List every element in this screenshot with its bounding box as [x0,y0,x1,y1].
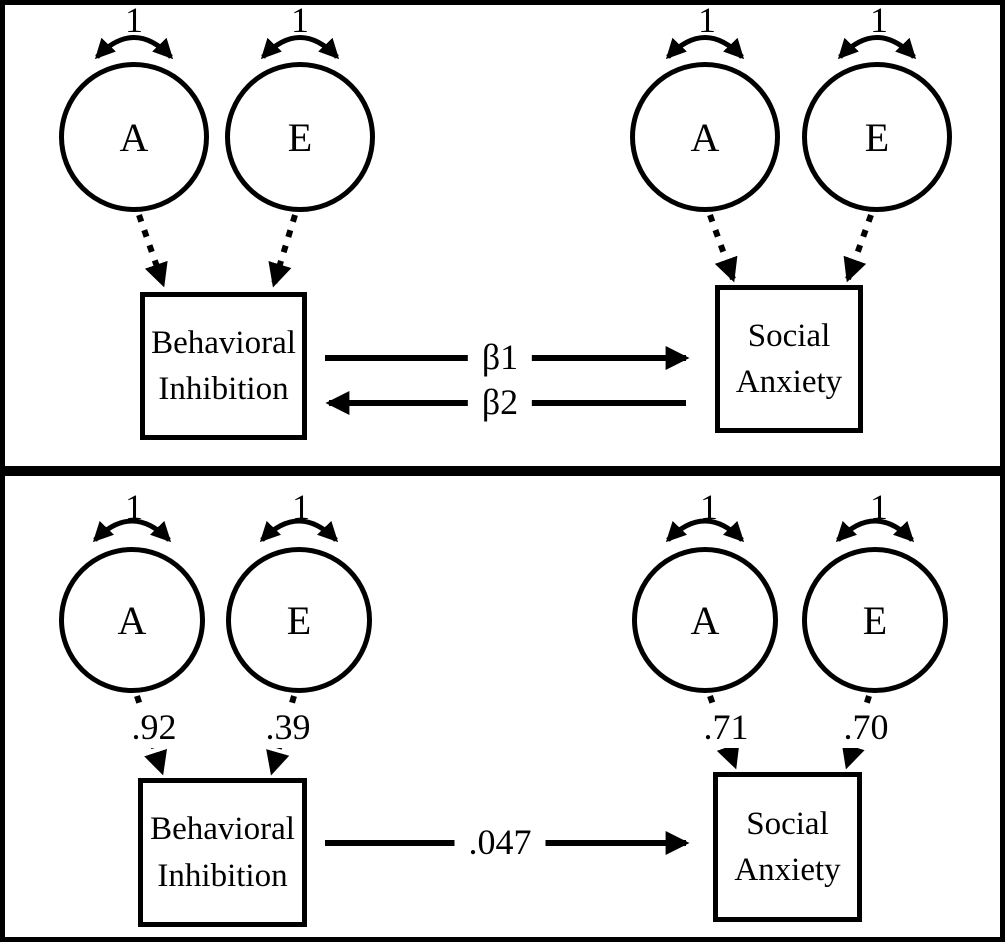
loading-arrow-a-bi-top [136,214,168,288]
variance-label-e-bi-top: 1 [291,0,309,40]
latent-a-label: A [690,597,720,643]
variance-label-a-bi-bottom: 1 [125,487,143,527]
latent-e-label: E [287,114,313,160]
beta1-label: β1 [467,336,533,378]
loading-arrow-e-bi-top [268,214,298,288]
variance-label-e-bi-bottom: 1 [292,487,310,527]
variance-arc-e-bi-top [260,35,340,60]
variance-arc-e-sa-top [837,35,917,60]
latent-a-label: A [117,597,147,643]
loading-label-e-sa: .70 [837,706,895,748]
variance-arc-a-bi-bottom [92,518,172,543]
variance-label-a-sa-bottom: 1 [700,487,718,527]
box-label-line2: Inhibition [158,371,289,407]
loading-label-e-bi: .39 [259,706,317,748]
latent-circle-a-sa-top: A [630,62,780,212]
behavioral-inhibition-box-bottom: Behavioral Inhibition [138,778,307,927]
loading-arrow-e-bi-bottom [266,695,297,776]
social-anxiety-box-top: Social Anxiety [715,285,863,433]
variance-label-a-bi-top: 1 [125,0,143,40]
fitted-path-label: .047 [454,821,546,863]
loading-label-a-bi: .92 [125,706,183,748]
latent-circle-e-bi-top: E [225,62,375,212]
beta2-label: β2 [467,381,533,423]
box-label-line2: Anxiety [735,364,843,400]
loading-arrow-a-sa-top [707,213,738,283]
latent-e-label: E [862,597,888,643]
latent-a-label: A [119,114,149,160]
box-label-line1: Social [747,317,831,354]
latent-circle-a-bi-top: A [59,62,209,212]
box-label-line2: Anxiety [734,852,841,888]
variance-arc-a-bi-top [94,35,174,60]
box-label-line1: Behavioral [151,324,296,361]
latent-e-label: E [864,114,890,160]
variance-arc-e-sa-bottom [835,518,915,543]
latent-circle-e-sa-bottom: E [802,547,948,693]
latent-circle-a-bi-bottom: A [59,547,205,693]
loading-arrow-e-sa-top [843,213,874,283]
loading-arrow-a-bi-bottom [134,695,168,776]
variance-arc-a-sa-top [665,35,745,60]
latent-e-label: E [286,597,312,643]
variance-label-e-sa-top: 1 [870,0,888,40]
latent-circle-e-sa-top: E [802,62,952,212]
social-anxiety-box-bottom: Social Anxiety [713,772,862,922]
variance-arc-e-bi-bottom [259,518,339,543]
box-label-line1: Behavioral [150,811,295,848]
box-label-line2: Inhibition [157,857,288,894]
loading-label-a-sa: .71 [697,706,755,748]
variance-label-a-sa-top: 1 [698,0,716,40]
latent-circle-e-bi-bottom: E [226,547,372,693]
latent-a-label: A [690,114,720,160]
behavioral-inhibition-box-top: Behavioral Inhibition [140,292,307,440]
variance-label-e-sa-bottom: 1 [870,487,888,527]
latent-circle-a-sa-bottom: A [632,547,778,693]
variance-arc-a-sa-bottom [665,518,745,543]
box-label-line1: Social [746,805,829,842]
